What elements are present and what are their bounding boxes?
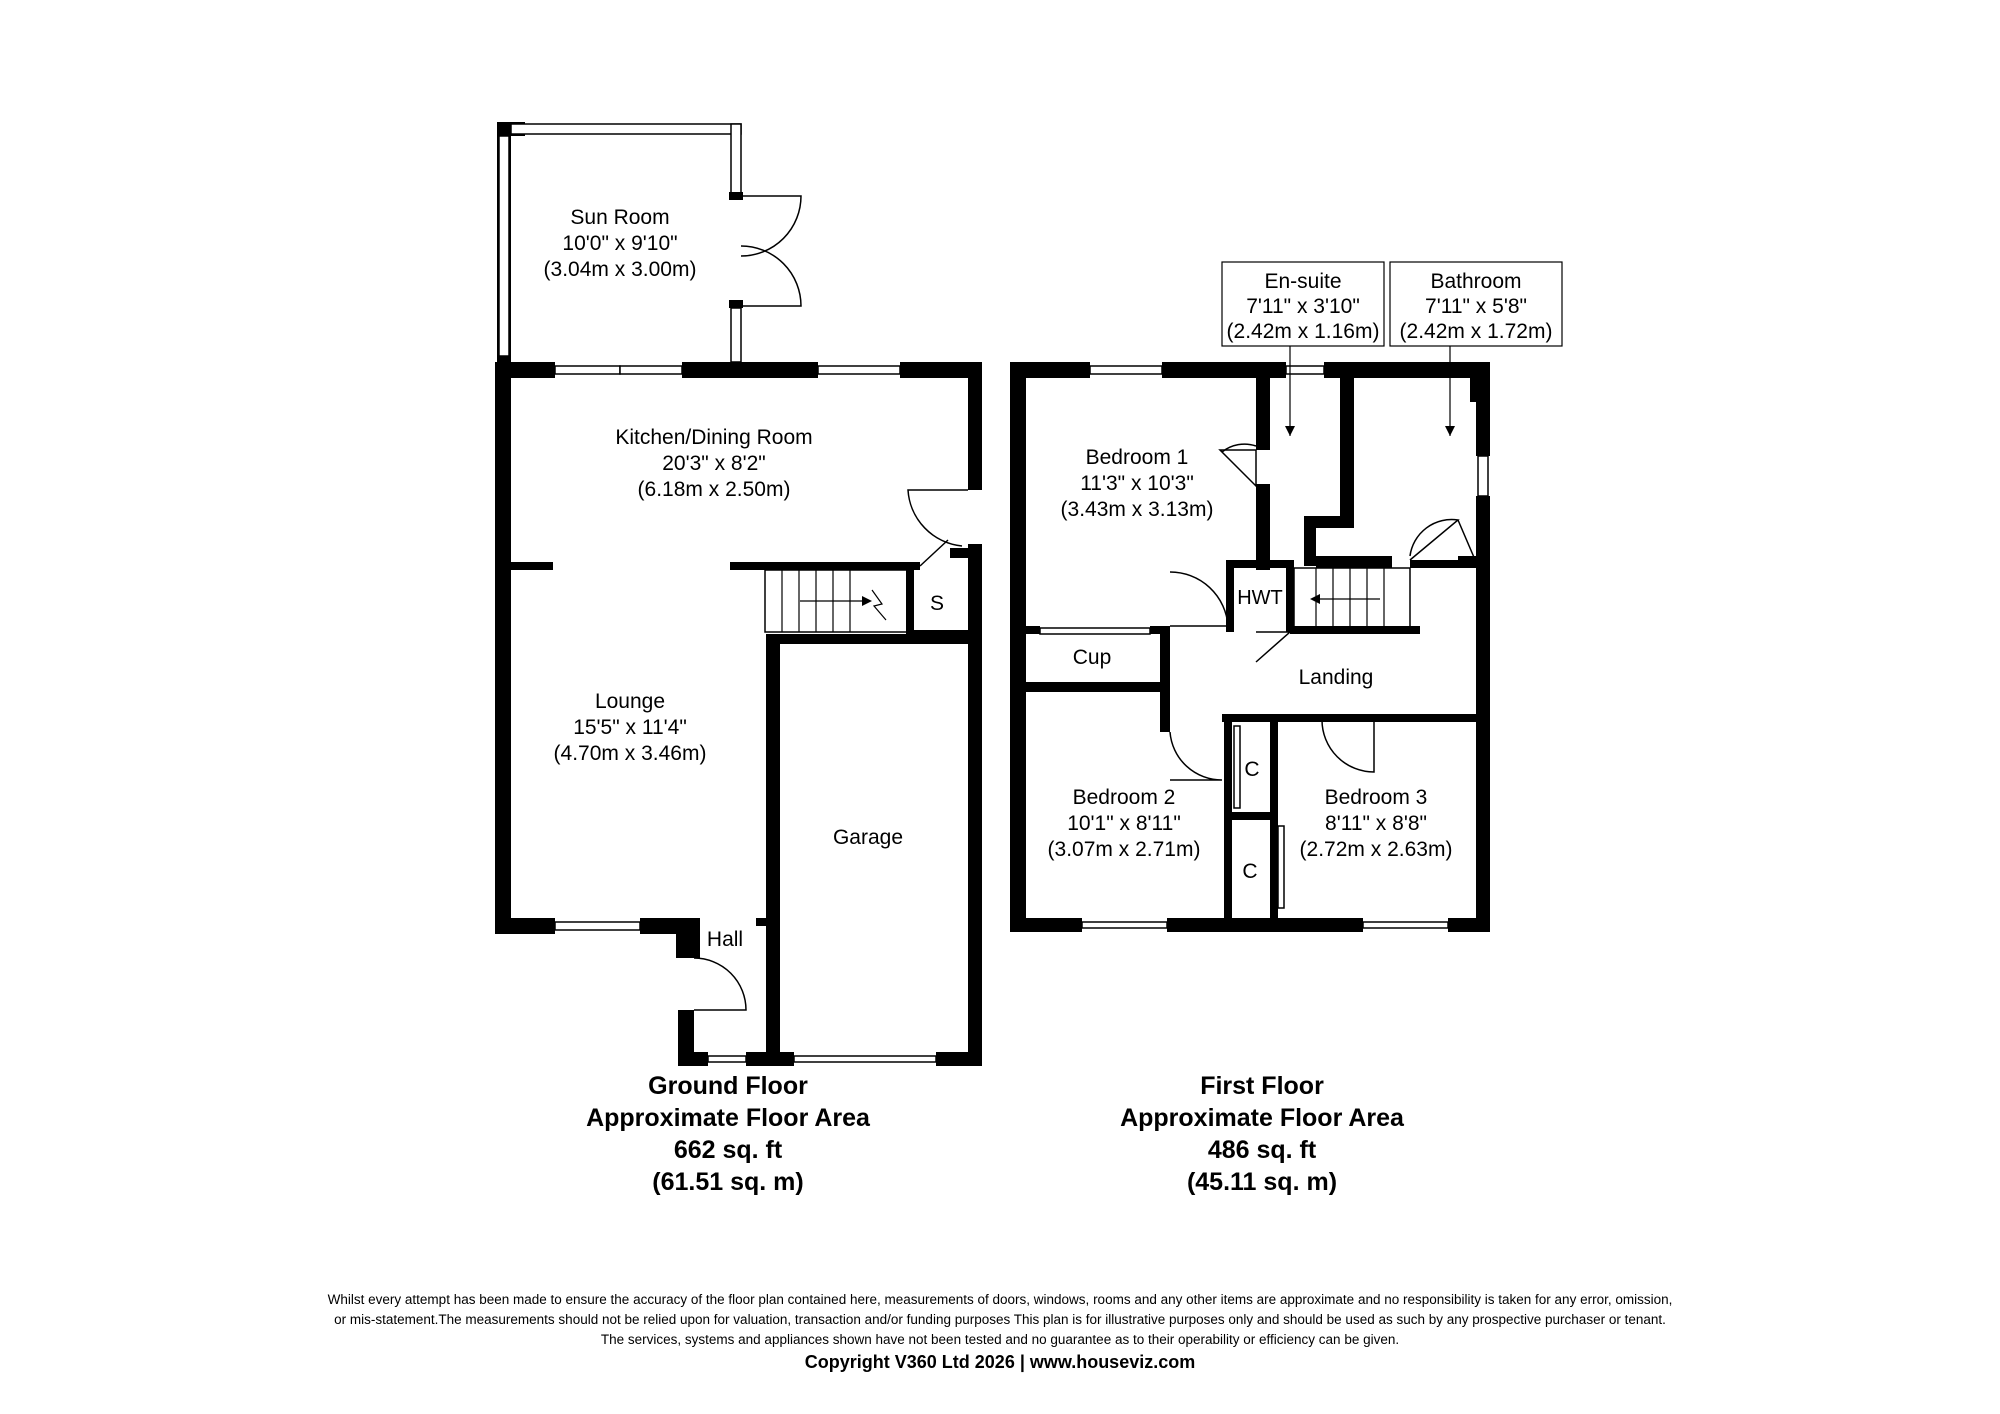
disclaimer-line-3: The services, systems and appliances sho…: [600, 1332, 1400, 1347]
bedroom1-label: Bedroom 1 11'3" x 10'3" (3.43m x 3.13m): [1061, 446, 1214, 521]
first-floor-title: First Floor: [1200, 1072, 1324, 1100]
ground-floor-summary: Ground Floor Approximate Floor Area 662 …: [518, 1070, 938, 1198]
ensuite-name: En-suite: [1264, 270, 1341, 293]
bedroom1-metric: (3.43m x 3.13m): [1061, 498, 1214, 521]
copyright: Copyright V360 Ltd 2026 | www.houseviz.c…: [804, 1352, 1196, 1372]
disclaimer-line-1: Whilst every attempt has been made to en…: [327, 1292, 1673, 1307]
ground-floor-area-imperial: 662 sq. ft: [673, 1136, 783, 1164]
ensuite-metric: (2.42m x 1.16m): [1227, 320, 1380, 343]
ground-floor-title: Ground Floor: [648, 1072, 808, 1100]
hwt-label: HWT: [1237, 587, 1283, 609]
lounge-name: Lounge: [595, 690, 665, 713]
sun-room-walls: [497, 122, 802, 363]
lounge-metric: (4.70m x 3.46m): [554, 742, 707, 765]
hall-label: Hall: [707, 928, 743, 951]
sun-room-label: Sun Room 10'0" x 9'10" (3.04m x 3.00m): [544, 206, 697, 281]
first-floor-subtitle: Approximate Floor Area: [1120, 1104, 1404, 1132]
bedroom2-label: Bedroom 2 10'1" x 8'11" (3.07m x 2.71m): [1048, 786, 1201, 861]
cupboard-a-label: C: [1244, 758, 1259, 781]
ground-stairs: [764, 569, 911, 633]
sun-room-metric: (3.04m x 3.00m): [544, 258, 697, 281]
bedroom3-label: Bedroom 3 8'11" x 8'8" (2.72m x 2.63m): [1300, 786, 1453, 861]
cupboard-b-label: C: [1242, 860, 1257, 883]
lounge-label: Lounge 15'5" x 11'4" (4.70m x 3.46m): [554, 690, 707, 765]
bedroom1-imperial: 11'3" x 10'3": [1080, 472, 1194, 495]
ground-floor-area-metric: (61.51 sq. m): [652, 1168, 804, 1196]
bathroom-label-box: Bathroom 7'11" x 5'8" (2.42m x 1.72m): [1389, 261, 1563, 436]
ground-floor-subtitle: Approximate Floor Area: [586, 1104, 870, 1132]
lounge-imperial: 15'5" x 11'4": [573, 716, 687, 739]
first-floor-plan: En-suite 7'11" x 3'10" (2.42m x 1.16m) B…: [1010, 261, 1563, 932]
bathroom-metric: (2.42m x 1.72m): [1400, 320, 1553, 343]
landing-label: Landing: [1299, 666, 1374, 689]
bedroom2-metric: (3.07m x 2.71m): [1048, 838, 1201, 861]
disclaimer-line-2: or mis-statement.The measurements should…: [334, 1312, 1666, 1327]
store-label: S: [930, 592, 944, 615]
bedroom3-name: Bedroom 3: [1325, 786, 1428, 809]
ensuite-label-box: En-suite 7'11" x 3'10" (2.42m x 1.16m): [1221, 261, 1385, 436]
cup-label: Cup: [1073, 646, 1112, 669]
disclaimer: Whilst every attempt has been made to en…: [100, 1290, 1900, 1372]
bedroom3-metric: (2.72m x 2.63m): [1300, 838, 1453, 861]
kitchen-name: Kitchen/Dining Room: [615, 426, 812, 449]
bedroom3-imperial: 8'11" x 8'8": [1325, 812, 1427, 835]
bathroom-imperial: 7'11" x 5'8": [1425, 295, 1527, 318]
bedroom2-name: Bedroom 2: [1073, 786, 1176, 809]
bathroom-name: Bathroom: [1430, 270, 1521, 293]
garage-label: Garage: [833, 826, 903, 849]
bedroom1-name: Bedroom 1: [1086, 446, 1189, 469]
first-floor-area-imperial: 486 sq. ft: [1207, 1136, 1317, 1164]
first-floor-summary: First Floor Approximate Floor Area 486 s…: [1052, 1070, 1472, 1198]
kitchen-metric: (6.18m x 2.50m): [638, 478, 791, 501]
first-floor-walls: [1010, 362, 1490, 932]
ground-floor-plan: Sun Room 10'0" x 9'10" (3.04m x 3.00m) K…: [495, 122, 982, 1066]
kitchen-label: Kitchen/Dining Room 20'3" x 8'2" (6.18m …: [615, 426, 812, 501]
bedroom2-imperial: 10'1" x 8'11": [1067, 812, 1181, 835]
sun-room-imperial: 10'0" x 9'10": [562, 232, 677, 255]
ensuite-imperial: 7'11" x 3'10": [1246, 295, 1360, 318]
first-floor-area-metric: (45.11 sq. m): [1186, 1168, 1338, 1196]
ground-floor-walls: [495, 362, 982, 1066]
sun-room-name: Sun Room: [570, 206, 669, 229]
first-stairs: [1290, 560, 1476, 634]
kitchen-imperial: 20'3" x 8'2": [662, 452, 766, 475]
